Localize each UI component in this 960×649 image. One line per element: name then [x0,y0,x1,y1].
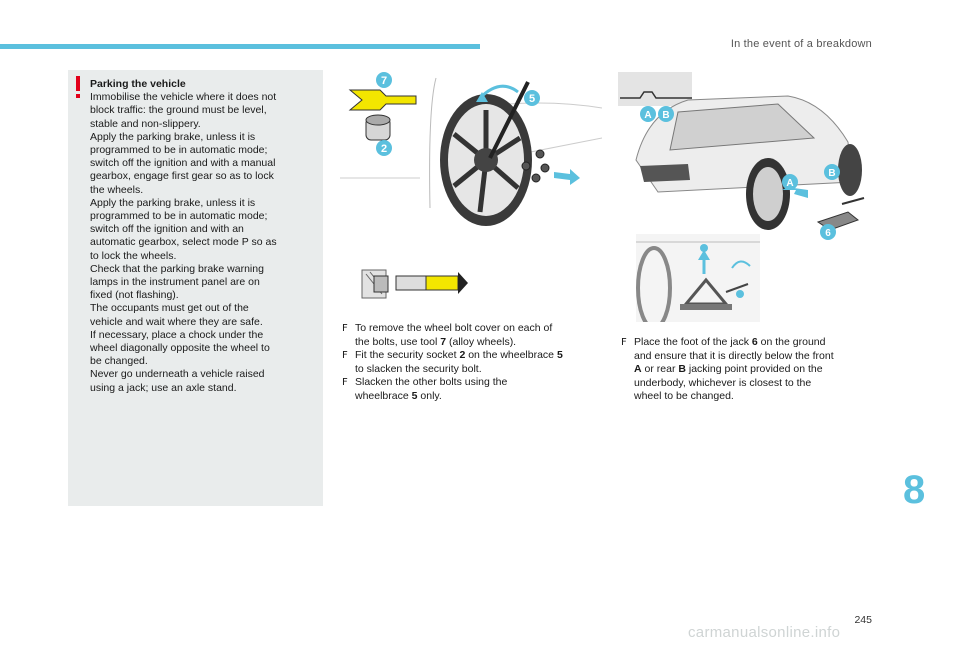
jack-steps: F Place the foot of the jack 6 on the gr… [621,336,871,404]
warning-line: the wheels. [90,183,144,196]
warning-line: block traffic: the ground must be level, [90,104,267,117]
warning-line: switch off the ignition and with a manua… [90,157,276,170]
callout-a-side: A [786,178,793,189]
warning-line: Check that the parking brake warning [90,262,264,275]
callout-6: 6 [825,228,831,239]
warning-line: vehicle and wait where they are safe. [90,315,263,328]
step-bullet: F [342,377,348,389]
warning-title: Parking the vehicle [90,78,186,90]
warning-exclamation-icon [76,76,80,98]
warning-line: stable and non-slippery. [90,117,201,130]
warning-line: gearbox, engage first gear so as to lock [90,170,274,183]
callout-5: 5 [529,93,535,105]
page-header-title: In the event of a breakdown [730,38,872,50]
car-jacking-illustration: A B A B 6 [618,72,868,244]
warning-line: Never go underneath a vehicle raised [90,368,265,381]
callout-7: 7 [381,75,387,87]
callout-b-side: B [828,168,835,179]
callout-a-top: A [644,110,651,121]
step-security-socket: F Fit the security socket 2 on the wheel… [342,349,563,375]
step-place-jack: F Place the foot of the jack 6 on the gr… [621,336,834,403]
warning-line: be changed. [90,355,148,368]
warning-line: to lock the wheels. [90,249,177,262]
step-bullet: F [342,350,348,362]
warning-line: using a jack; use an axle stand. [90,381,237,394]
warning-line: Immobilise the vehicle where it does not [90,91,277,104]
warning-line: wheel diagonally opposite the wheel to [90,342,270,355]
step-slacken-bolts: F Slacken the other bolts using the whee… [342,376,508,402]
step-bullet: F [342,323,348,334]
warning-line: The occupants must get out of the [90,302,249,315]
warning-line: automatic gearbox, select mode P so as [90,236,277,249]
callout-2: 2 [381,143,387,155]
warning-text: Immobilise the vehicle where it does not… [90,91,313,395]
warning-line: switch off the ignition and with an [90,223,244,236]
callout-b-top: B [662,110,669,121]
warning-box: Parking the vehicle Immobilise the vehic… [68,70,323,506]
warning-line: programmed to be in automatic mode; [90,144,268,157]
page-number: 245 [854,614,872,626]
warning-line: If necessary, place a chock under the [90,328,264,341]
jack-closeup-illustration [636,234,760,322]
warning-line: programmed to be in automatic mode; [90,210,268,223]
header-accent-bar [0,44,480,49]
warning-line: Apply the parking brake, unless it is [90,130,256,143]
wheelbrace-illustration: 7 5 2 [340,68,602,228]
warning-line: lamps in the instrument panel are on [90,276,260,289]
step-remove-cover: F To remove the wheel bolt cover on each… [342,322,553,348]
wheel-bolt-steps: F To remove the wheel bolt cover on each… [342,322,602,404]
warning-line: Apply the parking brake, unless it is [90,196,256,209]
warning-line: fixed (not flashing). [90,289,179,302]
chapter-number: 8 [903,468,926,512]
watermark-text: carmanualsonline.info [688,624,841,641]
step-bullet: F [621,337,627,348]
bolt-cover-illustration [360,264,470,304]
